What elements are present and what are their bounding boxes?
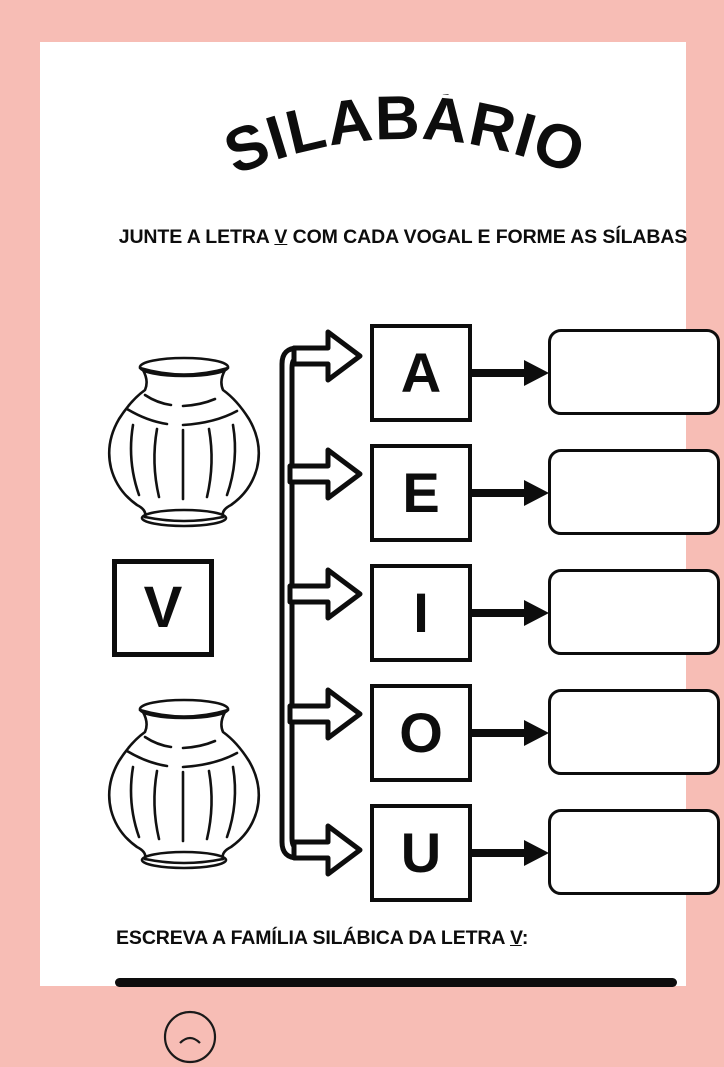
worksheet-page: SILABÁRIO JUNTE A LETRA V COM CADA VOGAL… <box>40 42 720 1064</box>
vowel-box: A <box>370 324 472 422</box>
worksheet-card: SILABÁRIO JUNTE A LETRA V COM CADA VOGAL… <box>40 42 720 987</box>
answer-box[interactable] <box>548 329 720 415</box>
table-row: E <box>370 444 724 542</box>
page-title: SILABÁRIO <box>190 94 620 204</box>
answer-box[interactable] <box>548 449 720 535</box>
table-row: A <box>370 324 724 422</box>
vase-icon <box>97 337 272 537</box>
answer-box[interactable] <box>548 689 720 775</box>
answer-write-line[interactable] <box>115 978 677 987</box>
vowel-box: U <box>370 804 472 902</box>
footer-prefix: ESCREVA A FAMÍLIA SILÁBICA DA LETRA <box>116 927 510 949</box>
arrow-right-icon <box>472 359 550 387</box>
letter-box-glyph: V <box>143 575 183 640</box>
vase-icon <box>97 679 272 879</box>
instruction-suffix: COM CADA VOGAL E FORME AS SÍLABAS <box>287 226 688 248</box>
logo-watermark-icon <box>158 1003 222 1067</box>
vowel-glyph: A <box>400 341 442 404</box>
vowel-box: E <box>370 444 472 542</box>
vowel-glyph: O <box>399 701 443 764</box>
vowel-glyph: I <box>413 581 429 644</box>
table-row: I <box>370 564 724 662</box>
footer-letter: V <box>509 927 522 949</box>
arrow-right-icon <box>472 599 550 627</box>
footer-suffix: : <box>521 927 529 949</box>
answer-box[interactable] <box>548 809 720 895</box>
vowel-box: I <box>370 564 472 662</box>
instruction-letter: V <box>274 226 288 248</box>
table-row: U <box>370 804 724 902</box>
arrow-right-icon <box>472 719 550 747</box>
letter-box: V <box>112 559 214 657</box>
instruction-prefix: JUNTE A LETRA <box>118 226 275 248</box>
instruction-line: JUNTE A LETRA V COM CADA VOGAL E FORME A… <box>80 226 724 249</box>
page-title-text: SILABÁRIO <box>215 94 594 188</box>
vowel-glyph: E <box>402 461 440 524</box>
branching-arrows <box>276 318 380 888</box>
answer-box[interactable] <box>548 569 720 655</box>
arrow-right-icon <box>472 839 550 867</box>
arrow-right-icon <box>472 479 550 507</box>
table-row: O <box>370 684 724 782</box>
footer-instruction: ESCREVA A FAMÍLIA SILÁBICA DA LETRA V: <box>116 927 528 950</box>
vowel-box: O <box>370 684 472 782</box>
vowel-glyph: U <box>400 821 442 884</box>
